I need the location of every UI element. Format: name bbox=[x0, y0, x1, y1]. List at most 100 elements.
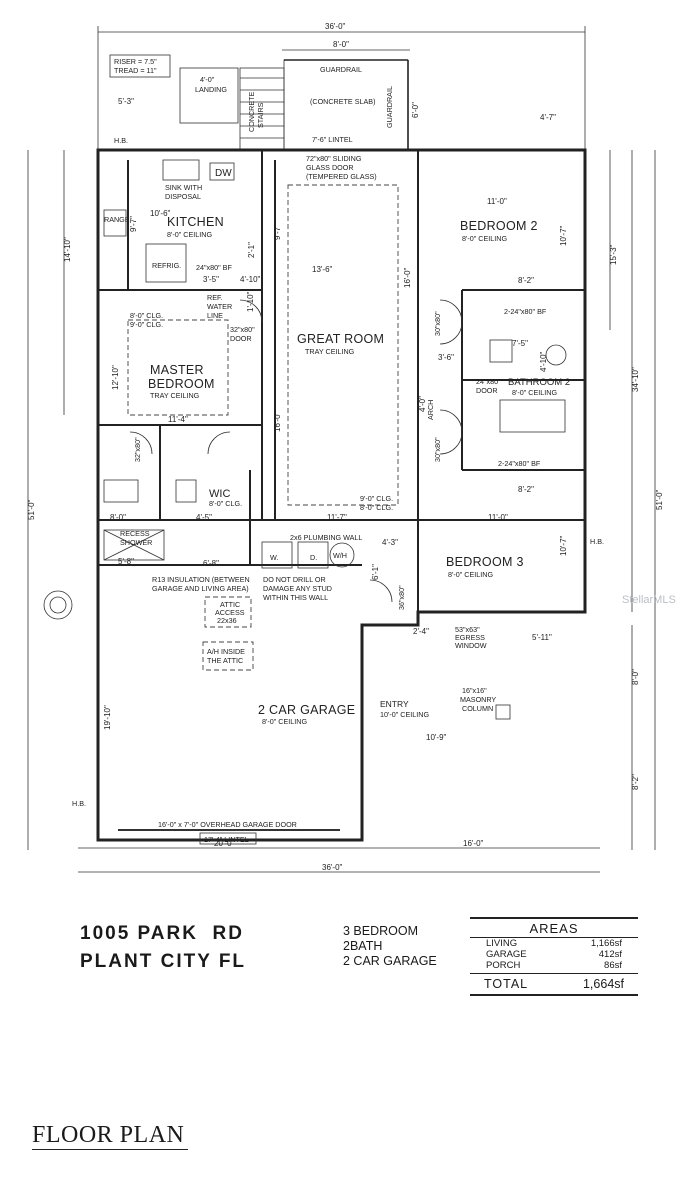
home-summary: 3 BEDROOM 2BATH 2 CAR GARAGE bbox=[343, 924, 437, 969]
egress-3: WINDOW bbox=[455, 641, 487, 650]
bedroom3-name: BEDROOM 3 bbox=[446, 555, 524, 569]
dim-8-2b: 8'-2" bbox=[518, 485, 534, 494]
do-not-2: DAMAGE ANY STUD bbox=[263, 584, 332, 593]
egress-2: EGRESS bbox=[455, 633, 485, 642]
entry-ceiling: 10'-0" CEILING bbox=[380, 710, 429, 719]
rear-porch bbox=[109, 54, 409, 151]
area-label: GARAGE bbox=[486, 949, 527, 960]
bf-bedroom2: 2-24"x80" BF bbox=[504, 307, 547, 316]
hb-note-right: H.B. bbox=[590, 537, 604, 546]
concrete-slab-note: (CONCRETE SLAB) bbox=[310, 97, 376, 106]
bedroom2-name: BEDROOM 2 bbox=[460, 219, 538, 233]
bedroom3-ceiling: 8'-0" CEILING bbox=[448, 570, 493, 579]
kitchen-ceiling: 8'-0" CEILING bbox=[167, 230, 212, 239]
door-32-80-wic: 32"x80" bbox=[133, 437, 142, 462]
dim-8-2a: 8'-2" bbox=[518, 276, 534, 285]
dim-14-10: 14'-10" bbox=[63, 237, 72, 262]
great-room-name: GREAT ROOM bbox=[297, 332, 384, 346]
tray-ceiling-outlines bbox=[127, 184, 399, 506]
tread-note: TREAD = 11" bbox=[114, 66, 157, 75]
wic-name: WIC bbox=[209, 488, 230, 500]
do-not-3: WITHIN THIS WALL bbox=[263, 593, 328, 602]
dim-4-0: 4'-0" bbox=[418, 396, 427, 412]
water-heater-label: W/H bbox=[333, 551, 347, 560]
watermark: StellarMLS bbox=[622, 594, 676, 606]
dim-19-10: 19'-10" bbox=[103, 705, 112, 730]
door-24-80-kitchen: 24"x80" BF bbox=[196, 263, 232, 272]
dim-6-0: 6'-0" bbox=[411, 102, 420, 118]
recess-1: RECESS bbox=[120, 529, 150, 538]
door-36-80: 36"x80" bbox=[397, 585, 406, 610]
room-labels: KITCHEN 8'-0" CEILING GREAT ROOM TRAY CE… bbox=[148, 215, 570, 726]
master-bedroom-name-1: MASTER bbox=[150, 363, 204, 377]
dim-16-0-bottom: 16'-0" bbox=[463, 839, 484, 848]
door-32-80-master: 32"x80" bbox=[230, 325, 255, 334]
master-bedroom-name-2: BEDROOM bbox=[148, 377, 215, 391]
dim-9-7b: 9'-7" bbox=[273, 224, 282, 240]
summary-garage: 2 CAR GARAGE bbox=[343, 954, 437, 968]
ref-water-1: REF. bbox=[207, 293, 223, 302]
dim-4-5: 4'-5" bbox=[196, 513, 212, 522]
dim-overall-bottom: 36'-0" bbox=[322, 863, 343, 872]
ref-water-3: LINE bbox=[207, 311, 223, 320]
bedroom2-ceiling: 8'-0" CEILING bbox=[462, 234, 507, 243]
clg-8-great: 8'-0" CLG. bbox=[360, 503, 393, 512]
lintel-top-note: 7'-6" LINTEL bbox=[312, 135, 353, 144]
dim-4-10a: 4'-10" bbox=[240, 275, 261, 284]
kitchen-name: KITCHEN bbox=[167, 215, 224, 229]
lintel-bottom-note: 17'-4" LINTEL bbox=[204, 835, 249, 844]
dim-6-8: 6'-8" bbox=[203, 559, 219, 568]
great-room-ceiling: TRAY CEILING bbox=[305, 347, 355, 356]
dim-2-1: 2'-1" bbox=[247, 242, 256, 258]
sliding-door-3: (TEMPERED GLASS) bbox=[306, 172, 377, 181]
area-value: 412sf bbox=[598, 949, 622, 960]
door-swings bbox=[129, 299, 463, 603]
ref-water-2: WATER bbox=[207, 302, 232, 311]
total-value: 1,664sf bbox=[582, 977, 624, 991]
bathroom2-name: BATHROOM 2 bbox=[508, 377, 570, 388]
dim-overall-top: 36'-0" bbox=[325, 22, 346, 31]
plumbing-wall: 2x6 PLUMBING WALL bbox=[290, 533, 362, 542]
door-24-80-bath: 24"x80" bbox=[476, 377, 501, 386]
exterior-walls bbox=[96, 148, 587, 842]
area-value: 1,166sf bbox=[590, 938, 622, 949]
clg-8-master: 8'-0" CLG. bbox=[130, 311, 163, 320]
column-1: 16"x16" bbox=[462, 686, 487, 695]
entry-name: ENTRY bbox=[380, 699, 409, 709]
attic-1: ATTIC bbox=[220, 600, 240, 609]
garage-ceiling: 8'-0" CEILING bbox=[262, 717, 307, 726]
dim-10-9: 10'-9" bbox=[426, 733, 447, 742]
areas-table: AREAS LIVING 1,166sf GARAGE 412sf PORCH … bbox=[470, 917, 638, 996]
dim-13-6: 13'-6" bbox=[312, 265, 333, 274]
dim-4-10b: 4'-10" bbox=[539, 351, 548, 372]
areas-row: PORCH 86sf bbox=[470, 960, 638, 971]
clg-9-great: 9'-0" CLG. bbox=[360, 494, 393, 503]
door-30-80-bed3: 30"x80" bbox=[433, 437, 442, 462]
garage-door-note: 16'-0" x 7'-0" OVERHEAD GARAGE DOOR bbox=[158, 820, 297, 829]
garage-name: 2 CAR GARAGE bbox=[258, 703, 355, 717]
address-line-1: 1005 PARK RD bbox=[80, 923, 244, 944]
dim-3-6: 3'-6" bbox=[438, 353, 454, 362]
attic-2: ACCESS bbox=[215, 608, 245, 617]
column-2: MASONRY bbox=[460, 695, 496, 704]
ah-1: A/H INSIDE bbox=[207, 647, 245, 656]
dim-1-10: 1'-10" bbox=[246, 291, 255, 312]
master-bedroom-ceiling: TRAY CEILING bbox=[150, 391, 200, 400]
riser-note: RISER = 7.5" bbox=[114, 57, 157, 66]
side-dimension-lines bbox=[27, 150, 656, 873]
door-30-80-bed2: 30"x80" bbox=[433, 311, 442, 336]
landing-note: LANDING bbox=[195, 85, 227, 94]
floor-plan-title: FLOOR PLAN bbox=[32, 1122, 189, 1150]
property-address: 1005 PARK RD PLANT CITY FL bbox=[80, 920, 246, 976]
total-label: TOTAL bbox=[484, 977, 529, 991]
dim-11-7: 11'-7" bbox=[327, 513, 347, 522]
area-label: PORCH bbox=[486, 960, 521, 971]
dim-2-4: 2'-4" bbox=[413, 627, 429, 636]
washer-label: W. bbox=[270, 553, 278, 562]
sliding-door-2: GLASS DOOR bbox=[306, 163, 354, 172]
do-not-1: DO NOT DRILL OR bbox=[263, 575, 326, 584]
dim-20-0: 20'-0" bbox=[214, 839, 235, 848]
dim-16-0b: 16'-0" bbox=[273, 411, 282, 432]
area-label: LIVING bbox=[486, 938, 518, 949]
summary-bedrooms: 3 BEDROOM bbox=[343, 924, 419, 938]
